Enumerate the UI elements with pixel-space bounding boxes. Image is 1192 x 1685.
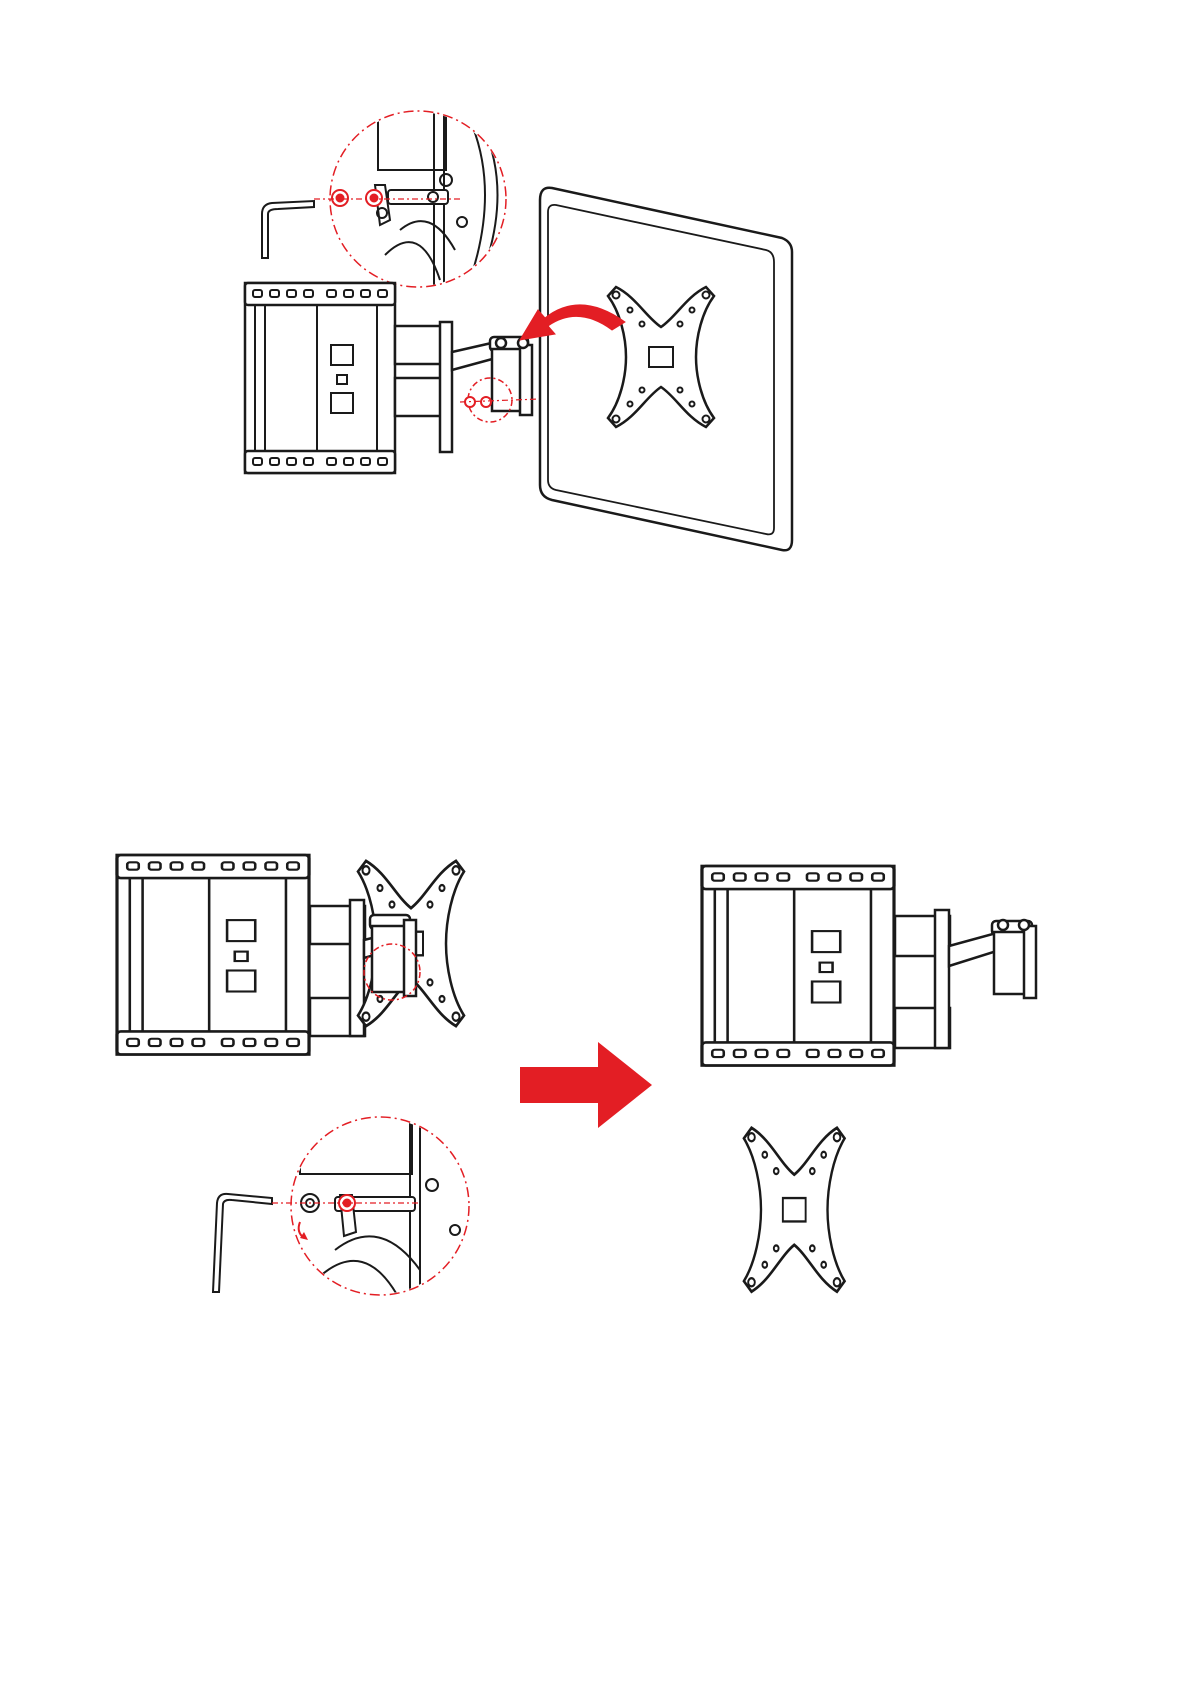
wall-plate [702,866,894,1066]
wall-plate [245,283,395,473]
hex-key-icon [213,1194,272,1292]
step-attach-vesa-plate-to-tv [245,108,792,550]
zoom-callout-circle [272,1112,485,1300]
vesa-plate [744,1128,845,1292]
hex-key-icon [262,201,314,258]
swing-arm [895,910,1036,1048]
step-remove-vesa-plate [117,855,1036,1300]
swing-arm [395,322,532,452]
right-arrow-icon [520,1042,652,1128]
zoom-callout-circle [314,108,506,290]
wall-plate [117,855,309,1055]
